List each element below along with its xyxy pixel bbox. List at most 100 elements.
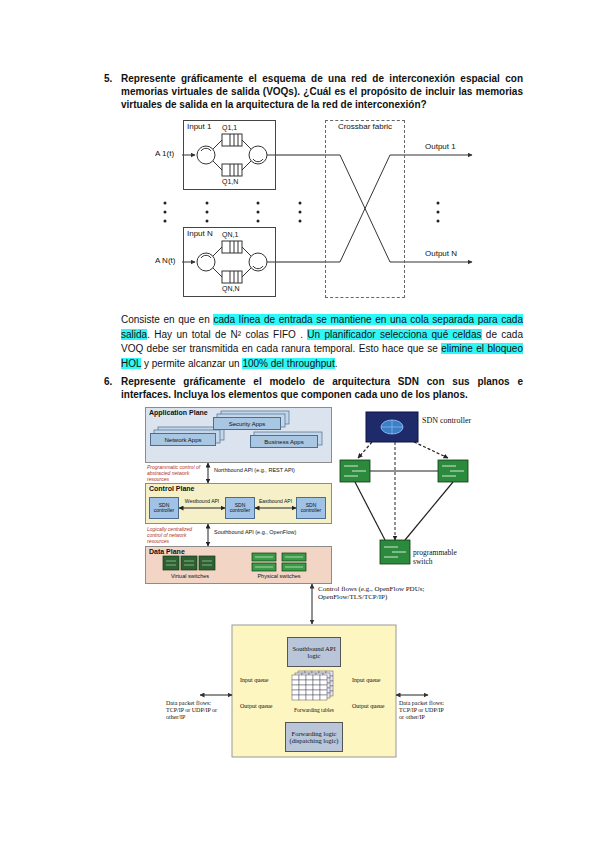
ellipsis-dots-part: [299, 202, 302, 205]
queue-caption: Output queue: [352, 703, 397, 710]
ellipsis-dots-part: [299, 211, 302, 214]
queue-name: Q1,N: [222, 177, 246, 186]
forwarding-table-grid-part: [299, 675, 306, 680]
queue-symbol-part: [230, 164, 231, 176]
plane-bands-part: [145, 546, 332, 584]
forwarding-table-grid: [292, 671, 333, 700]
node-text: Control Plane: [149, 485, 328, 492]
ellipsis-dots-part: [437, 220, 440, 223]
node-text: Security Apps: [229, 421, 266, 427]
sdn-controller-icon: [366, 412, 418, 442]
voq-input-n-part: [242, 247, 251, 256]
forwarding-table-grid-part: [299, 690, 306, 695]
app-box: Security Apps: [213, 417, 281, 430]
signal-name: A N(t): [155, 256, 182, 266]
programmable-switch: programmable switch: [380, 540, 475, 566]
sdn-controller-icon-part: [381, 420, 403, 434]
note: Logically centralized control of network…: [147, 527, 205, 544]
question-text: Represente gráficamente el esquema de un…: [121, 72, 523, 111]
controller-box: SDN controller: [296, 497, 326, 519]
ellipsis-dots-part: [206, 202, 209, 205]
voq-input-n-part: [213, 247, 222, 256]
voq-input-n-part: [201, 255, 211, 258]
body-text: .: [335, 358, 338, 369]
answer-paragraph: Consiste en que en cada línea de entrada…: [121, 313, 523, 371]
app-box: Business Apps: [250, 435, 318, 448]
forwarding-table-grid-part: [320, 690, 327, 695]
virtual-switch-icon-part: [199, 556, 215, 570]
forwarding-table-grid-part: [320, 685, 327, 690]
voq-input-n-part: [213, 268, 222, 277]
switch-links-part: [355, 482, 385, 540]
forwarding-table-grid-part: [313, 685, 320, 690]
voq-input-1-part: [242, 161, 251, 170]
queue-symbol-part: [230, 271, 231, 283]
switch-housing-part: [232, 625, 396, 757]
interface-label: Southbound API (e.g., OpenFlow): [214, 529, 298, 535]
crossbar-lines-part: [325, 155, 405, 262]
node-text: Application Plane: [149, 409, 328, 416]
sdn-controller: SDN controller: [366, 412, 472, 442]
plane-band: Control PlaneSDN controller SDN controlle…: [145, 483, 332, 524]
queue-name: QN,N: [222, 284, 246, 293]
node-text: Data Plane: [149, 548, 328, 555]
question-text: Represente gráficamente el modelo de arq…: [121, 375, 523, 401]
plane-bands-part: [145, 483, 332, 524]
queue-symbol-part: [222, 271, 242, 283]
forwarding-table-grid-part: [292, 690, 299, 695]
sdn-controller-icon-part: [381, 420, 403, 434]
connector: [276, 262, 325, 263]
table-caption: Forwarding tables: [289, 707, 339, 713]
connector: [255, 508, 296, 509]
queue-symbol-part: [238, 164, 239, 176]
forwarding-table-grid-part: [292, 695, 299, 700]
forwarding-table-grid-part: [299, 695, 306, 700]
node-text: Forwarding logic (dispatching logic): [287, 730, 341, 745]
forwarding-table-grid-part: [306, 685, 313, 690]
queue-symbol-part: [222, 134, 242, 146]
flow-note: Data packet flows: TCP/IP or UDP/IP or o…: [399, 700, 449, 721]
switch-housing-part: [312, 584, 313, 624]
note: Programmatic control of abstracted netwo…: [147, 465, 205, 482]
queue-symbol-part: [238, 271, 239, 283]
body-text: . Hay un total de N² colas FIFO .: [147, 329, 307, 340]
queue-symbol-part: [238, 134, 239, 146]
node-text: SDN controller: [226, 503, 254, 514]
switch-links: [355, 442, 453, 540]
ellipsis-dots-part: [206, 220, 209, 223]
queue-symbol-part: [230, 134, 231, 146]
node-text: SDN controller: [150, 503, 178, 514]
forwarding-table-grid-part: [292, 685, 299, 690]
connector: [208, 524, 209, 546]
ellipsis-dots-part: [437, 211, 440, 214]
virtual-switch-icon-part: [166, 561, 212, 565]
crossbar-lines-part: [325, 155, 405, 262]
node-text: programmable switch: [413, 548, 475, 566]
crossbar-box: Crossbar fabric: [325, 120, 405, 298]
flow-note: Data packet flows: TCP/IP or UDP/IP or o…: [166, 700, 228, 721]
plane-band: Application PlaneSecurity AppsNetwork Ap…: [145, 407, 332, 463]
voq-input-n-part: [242, 268, 251, 277]
ellipsis-dots-part: [164, 202, 167, 205]
flow-note: Control flows (e.g., OpenFlow PDUs; Open…: [318, 585, 433, 601]
forwarding-table-grid-part: [313, 695, 320, 700]
voq-input-n-part: [253, 266, 263, 269]
virtual-switch-icon: [163, 556, 215, 570]
queue-symbol-part: [222, 241, 242, 253]
forwarding-table-grid-part: [320, 695, 327, 700]
output-name: Output 1: [425, 142, 470, 152]
forwarding-table-grid-part: [313, 675, 320, 680]
forwarding-table-grid-part: [292, 675, 299, 680]
physical-switch-icon-part: [255, 557, 303, 567]
voq-input-1-part: [242, 140, 251, 149]
ellipsis-dots-part: [257, 220, 260, 223]
signal-name: A 1(t): [155, 149, 182, 159]
highlighted-text: 100% del throughput: [242, 358, 334, 369]
forwarding-table-grid-part: [299, 680, 306, 685]
node-text: SDN controller: [297, 503, 325, 514]
ellipsis-dots-part: [257, 211, 260, 214]
output-name: Output N: [425, 249, 470, 259]
forwarding-table-grid-part: [306, 690, 313, 695]
